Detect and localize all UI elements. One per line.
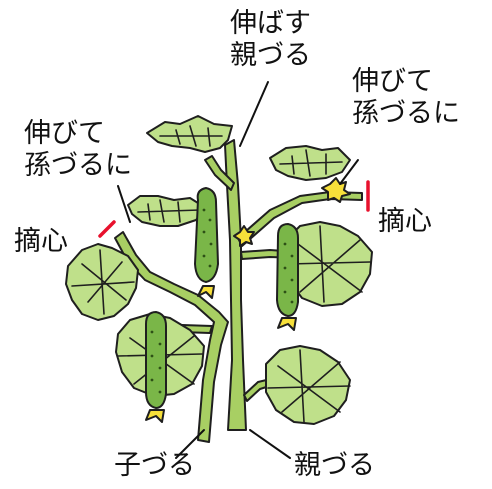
leader-parent-vine bbox=[249, 429, 291, 459]
cucumber-lower-left bbox=[145, 311, 167, 423]
leaf-top bbox=[146, 115, 233, 153]
label-grow-grandchild-right: 伸びて 孫づるに bbox=[352, 66, 460, 130]
label-line: 伸びて bbox=[352, 66, 433, 97]
leader-left-upper bbox=[117, 185, 131, 223]
label-extend-parent-vine: 伸ばす 親づる bbox=[230, 8, 311, 72]
label-line: 孫づるに bbox=[352, 98, 460, 129]
label-text: 子づる bbox=[114, 450, 195, 481]
child-vine-stem bbox=[114, 231, 229, 443]
cut-mark-left bbox=[98, 220, 116, 238]
upper-left-lateral-stem bbox=[204, 155, 235, 191]
cucumber-upper bbox=[194, 187, 219, 299]
label-pinch-right: 摘心 bbox=[378, 206, 432, 238]
leader-top-right bbox=[339, 159, 359, 185]
flower-main-stem bbox=[233, 225, 255, 247]
leaf-lower-right bbox=[265, 345, 351, 425]
leader-child-vine bbox=[175, 429, 205, 459]
label-text: 摘心 bbox=[14, 226, 68, 257]
parent-vine-stem bbox=[224, 139, 247, 431]
cucumber-texture bbox=[150, 208, 294, 394]
label-parent-vine: 親づる bbox=[294, 450, 375, 482]
label-line: 孫づるに bbox=[24, 150, 132, 181]
label-pinch-left: 摘心 bbox=[14, 226, 68, 258]
label-line: 伸ばす bbox=[230, 8, 311, 39]
label-line: 親づる bbox=[230, 40, 311, 71]
label-child-vine: 子づる bbox=[114, 450, 195, 482]
label-text: 摘心 bbox=[378, 206, 432, 237]
label-line: 伸びて bbox=[24, 118, 105, 149]
label-grow-grandchild-left: 伸びて 孫づるに bbox=[24, 118, 132, 182]
cucumber-right bbox=[276, 223, 299, 331]
right-lateral-stem bbox=[237, 191, 363, 247]
leader-top-main bbox=[239, 81, 269, 147]
label-text: 親づる bbox=[294, 450, 375, 481]
